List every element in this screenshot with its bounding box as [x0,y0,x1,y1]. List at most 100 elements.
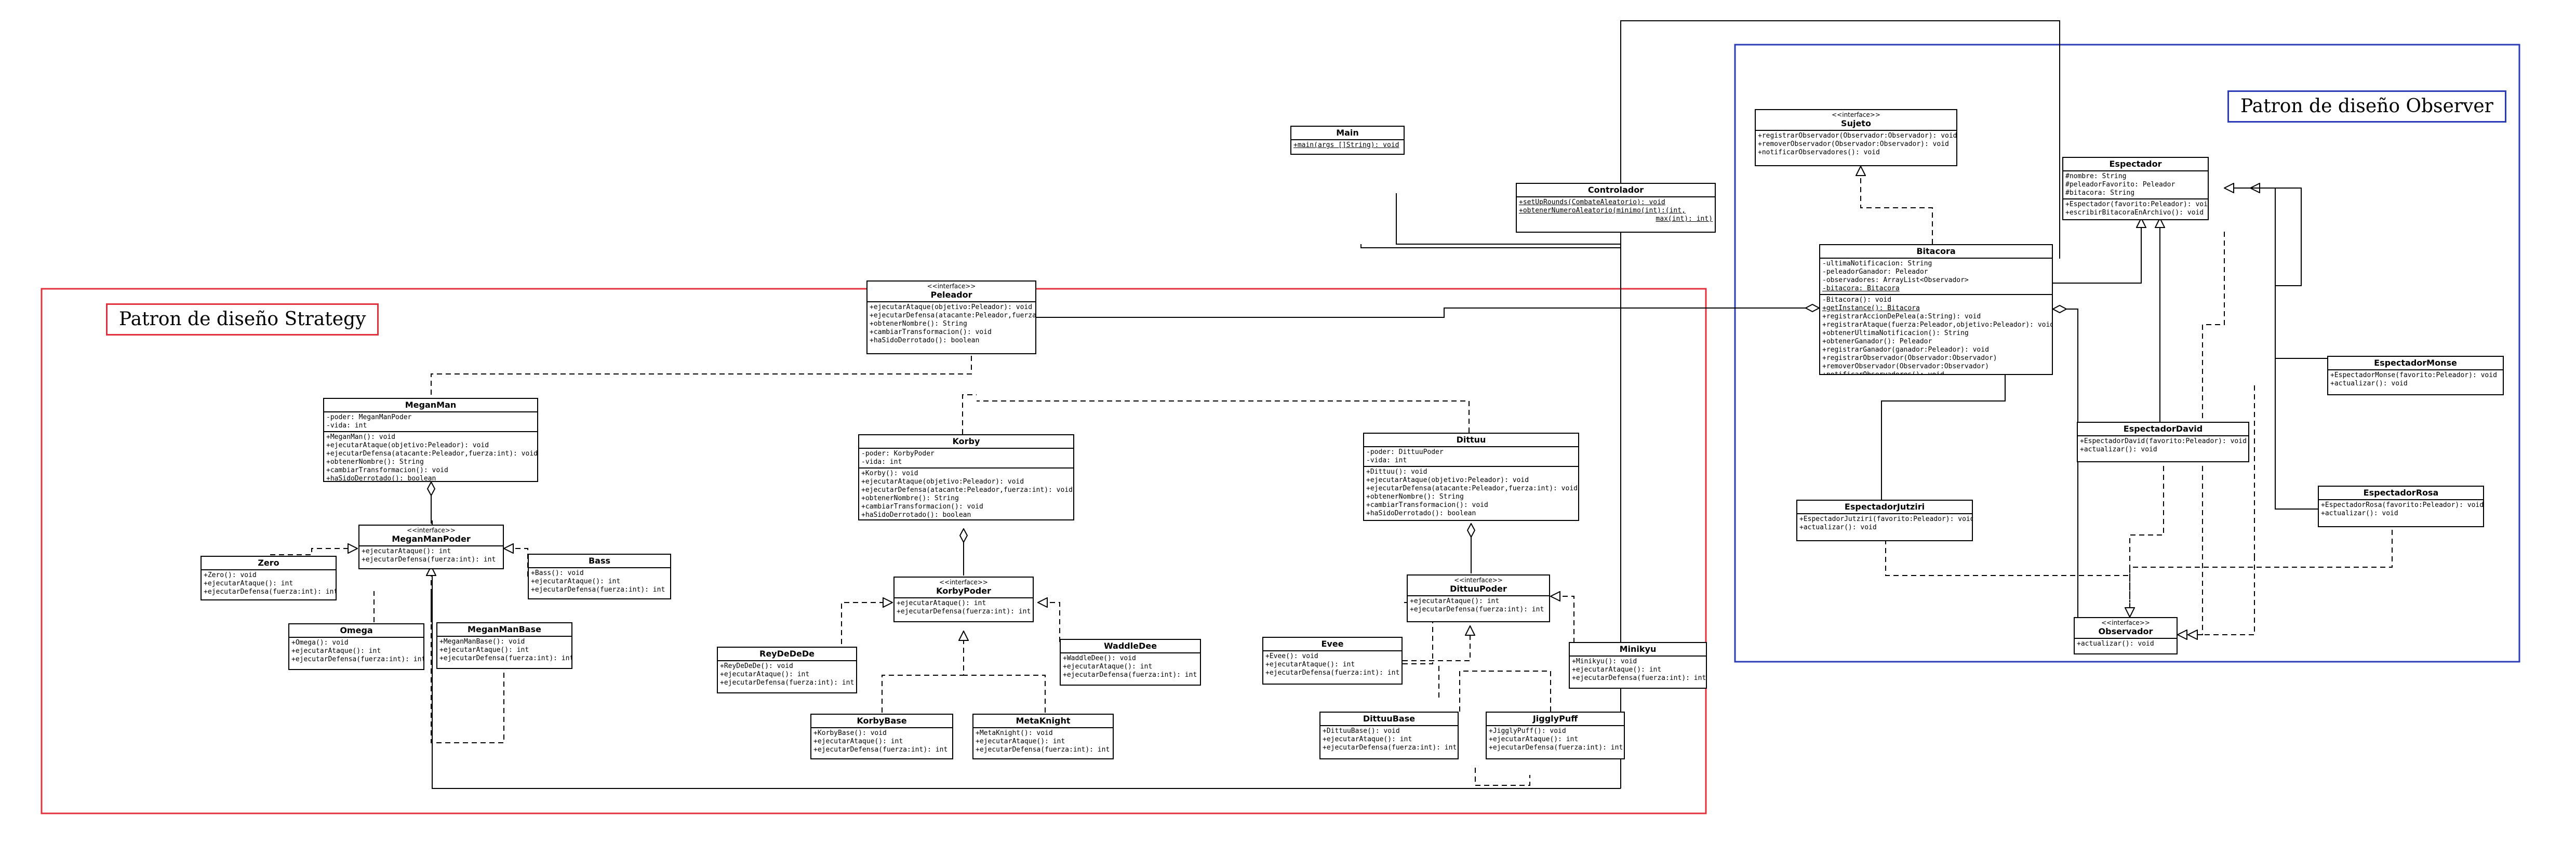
class-name: Dittuu [1456,435,1486,445]
class-name: WaddleDee [1103,641,1157,651]
class-member: +ejecutarDefensa(fuerza:int): int [362,556,496,564]
class-meganman[interactable]: MeganMan -poder: MeganManPoder -vida: in… [323,398,538,482]
class-name: Observador [2098,626,2153,636]
class-bitacora[interactable]: Bitacora -ultimaNotificacion: String -pe… [1819,244,2053,375]
class-member: +obtenerGanador(): Peleador [1822,338,1932,345]
connector-line [2130,530,2393,617]
class-member: +removerObservador(Observador:Observador… [1822,363,1989,370]
observer-frame-label: Patron de diseño Observer [2227,90,2506,123]
class-member: +registrarAtaque(fuerza:Peleador,objetiv… [1822,321,2053,329]
class-omega[interactable]: Omega +Omega(): void +ejecutarAtaque(): … [288,623,424,670]
connector-line [964,675,1046,713]
class-meganmanbase[interactable]: MeganManBase +MeganManBase(): void +ejec… [436,622,572,669]
class-member: +MetaKnight(): void [976,729,1053,737]
connector-line [1551,596,1574,643]
connector-line [1403,626,1470,661]
class-name: KorbyPoder [936,586,991,596]
stereotype-label: <<interface>> [1832,111,1880,118]
class-member: +actualizar(): void [2321,510,2398,517]
class-member: +cambiarTransformacion(): void [326,466,448,474]
class-meganmanpoder[interactable]: <<interface>>MeganManPoder +ejecutarAtaq… [358,525,504,569]
class-member: +haSidoDerrotado(): boolean [861,511,971,519]
class-member: +ejecutarAtaque(): int [439,646,529,654]
class-espectadorrosa[interactable]: EspectadorRosa +EspectadorRosa(favorito:… [2318,486,2484,527]
class-member: +ReyDeDeDe(): void [720,662,793,670]
connector-line [1885,539,2130,576]
class-waddledee[interactable]: WaddleDee +WaddleDee(): void +ejecutarAt… [1060,639,1201,686]
class-name: ReyDeDeDe [759,649,815,659]
connector-line [431,570,504,743]
class-member: +ejecutarDefensa(atacante:Peleador,fuerz… [861,486,1073,494]
class-dittuu[interactable]: Dittuu -poder: DittuuPoder -vida: int +D… [1363,433,1579,521]
class-dittuubase[interactable]: DittuuBase +DittuuBase(): void +ejecutar… [1319,712,1459,759]
class-sujeto[interactable]: <<interface>>Sujeto +registrarObservador… [1755,109,1957,166]
class-member: +KorbyBase(): void [813,729,887,737]
class-member: #peleadorFavorito: Peleador [2065,181,2175,189]
connector-line [504,548,528,577]
class-member: +ejecutarDefensa(atacante:Peleador,fuerz… [1366,485,1578,492]
class-member: +EspectadorJutziri(favorito:Peleador): v… [1799,515,1973,523]
class-member: +Bass(): void [531,569,584,577]
class-name: Omega [340,625,373,635]
class-name: DittuuPoder [1450,584,1507,594]
connector-line [2250,188,2327,359]
class-member: +setUpRounds(CombateAleatorio): void [1519,198,1665,206]
class-korby[interactable]: Korby -poder: KorbyPoder -vida: int +Kor… [858,434,1074,520]
class-metaknight[interactable]: MetaKnight +MetaKnight(): void +ejecutar… [972,714,1114,759]
class-member: +removerObservador(Observador:Observador… [1758,140,1949,148]
connector-line [962,394,977,434]
class-evee[interactable]: Evee +Evee(): void +ejecutarAtaque(): in… [1262,637,1403,685]
class-peleador[interactable]: <<interface>>Peleador +ejecutarAtaque(ob… [866,280,1036,354]
connector-line [1620,20,2060,788]
class-member: +haSidoDerrotado(): boolean [870,337,980,344]
class-zero[interactable]: Zero +Zero(): void +ejecutarAtaque(): in… [201,556,337,600]
stereotype-label: <<interface>> [1454,577,1503,584]
class-member: +Omega(): void [291,639,349,647]
class-member: +obtenerNombre(): String [326,458,424,466]
class-espectadorjutziri[interactable]: EspectadorJutziri +EspectadorJutziri(fav… [1796,500,1973,541]
class-member: +EspectadorMonse(favorito:Peleador): voi… [2330,371,2497,379]
class-espectadordavid[interactable]: EspectadorDavid +EspectadorDavid(favorit… [2077,422,2249,462]
class-member: +obtenerNombre(): String [861,494,959,502]
connector-line [1396,193,1621,245]
class-name: MeganMan [405,400,457,410]
class-observador[interactable]: <<interface>>Observador +actualizar(): v… [2074,617,2178,654]
class-member: +ejecutarDefensa(fuerza:int): int [1323,744,1457,752]
class-member: +actualizar(): void [2080,446,2157,453]
connector-line [977,400,1470,433]
class-member: -poder: DittuuPoder [1366,448,1444,456]
class-espectadormonse[interactable]: EspectadorMonse +EspectadorMonse(favorit… [2327,356,2504,395]
class-name: Bitacora [1916,246,1956,256]
class-member: +cambiarTransformacion(): void [870,328,992,336]
class-member: +registrarAccionDePelea(a:String): void [1822,313,1981,320]
class-member: +MeganMan(): void [326,433,396,441]
class-member: +EspectadorDavid(favorito:Peleador): voi… [2080,437,2247,445]
class-korbypoder[interactable]: <<interface>>KorbyPoder +ejecutarAtaque(… [893,577,1034,622]
class-espectador[interactable]: Espectador #nombre: String #peleadorFavo… [2062,157,2209,220]
class-dittuupoder[interactable]: <<interface>>DittuuPoder +ejecutarAtaque… [1407,574,1550,622]
class-name: Sujeto [1841,118,1871,128]
class-member: +ejecutarDefensa(fuerza:int): int [897,608,1031,615]
class-bass[interactable]: Bass +Bass(): void +ejecutarAtaque(): in… [528,554,671,599]
class-name: MeganManPoder [392,534,471,544]
stereotype-label: <<interface>> [927,283,976,290]
class-reydedede[interactable]: ReyDeDeDe +ReyDeDeDe(): void +ejecutarAt… [717,647,857,693]
class-member: -peleadorGanador: Peleador [1822,268,1928,276]
class-member: +obtenerNombre(): String [870,320,967,328]
stereotype-label: <<interface>> [407,527,456,534]
class-member: +cambiarTransformacion(): void [861,503,983,511]
class-member: +ejecutarDefensa(fuerza:int): int [531,586,665,594]
class-member: +ejecutarDefensa(fuerza:int): int [439,654,572,662]
class-jigglypuff[interactable]: JigglyPuff +JigglyPuff(): void +ejecutar… [1486,712,1625,759]
class-name: KorbyBase [857,716,907,726]
class-korbybase[interactable]: KorbyBase +KorbyBase(): void +ejecutarAt… [810,714,953,759]
class-member: +cambiarTransformacion(): void [1366,501,1488,509]
class-controlador[interactable]: Controlador +setUpRounds(CombateAleatori… [1516,183,1716,233]
class-member: +ejecutarAtaque(objetivo:Peleador): void [326,441,489,449]
class-member: +ejecutarAtaque(): int [1489,735,1579,743]
class-name: Controlador [1587,185,1644,195]
class-member: +haSidoDerrotado(): boolean [1366,510,1476,517]
class-minikyu[interactable]: Minikyu +Minikyu(): void +ejecutarAtaque… [1569,642,1707,689]
class-main[interactable]: Main +main(args []String): void [1290,126,1405,155]
class-name: Zero [258,558,279,568]
